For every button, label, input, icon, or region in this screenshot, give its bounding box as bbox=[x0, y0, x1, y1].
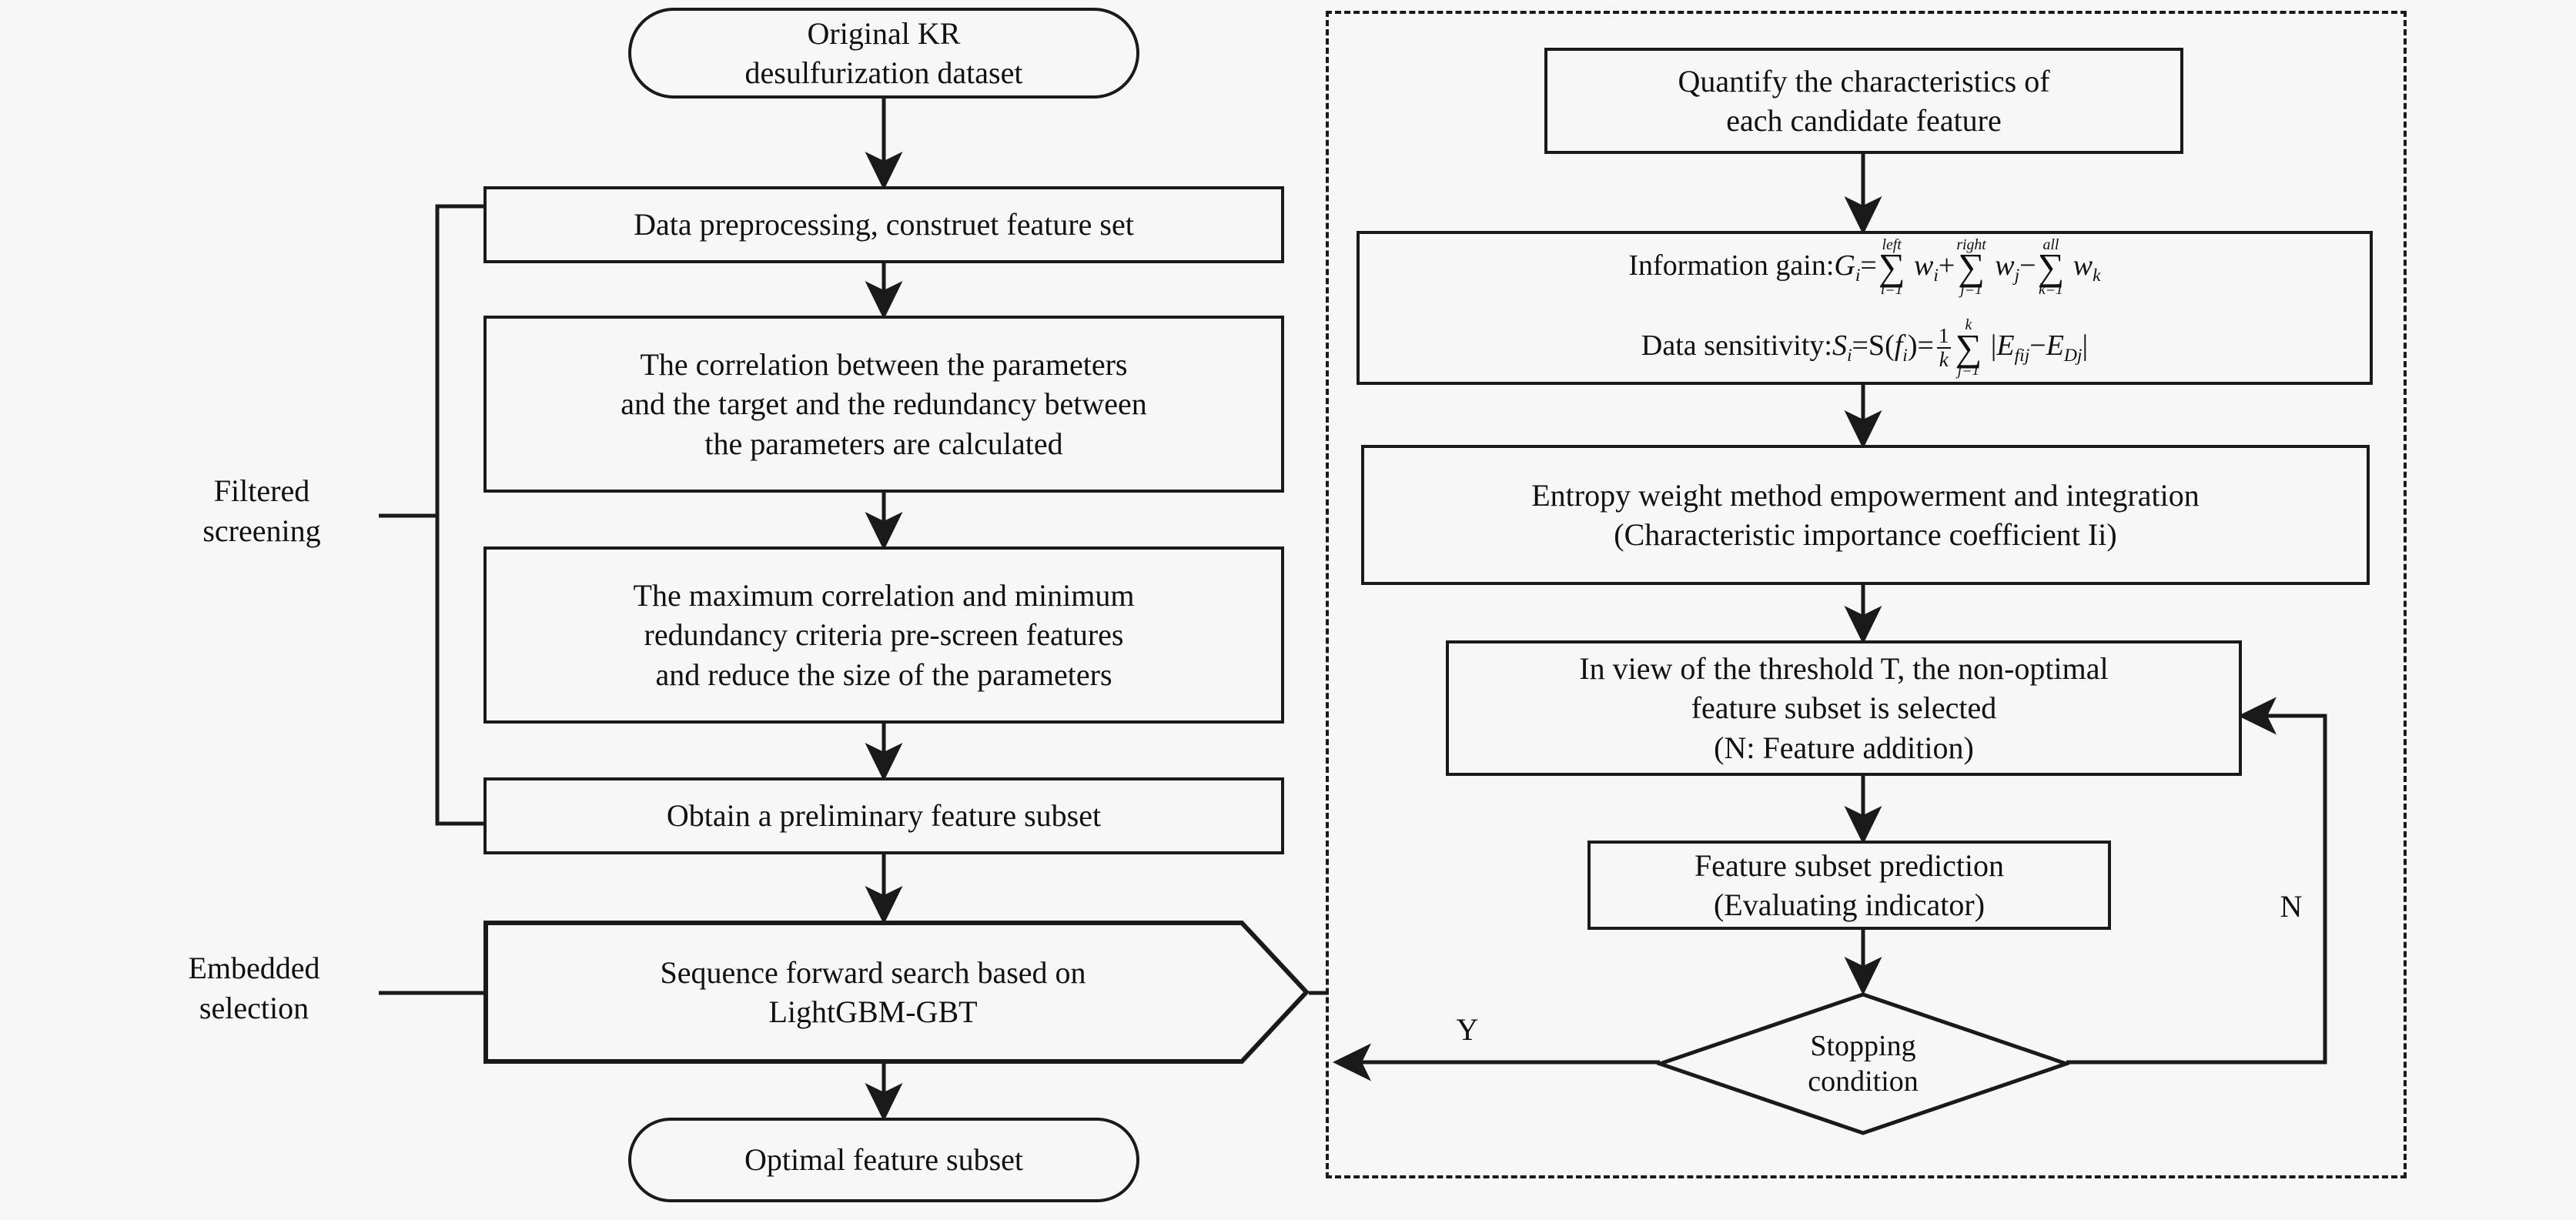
node-feature-subset-prediction: Feature subset prediction (Evaluating in… bbox=[1587, 841, 2111, 930]
start-node-label: Original KR desulfurization dataset bbox=[744, 15, 1023, 90]
node-quantify-characteristics: Quantify the characteristics of each can… bbox=[1544, 48, 2183, 154]
node-formula-box: Information gain:Gi=left∑i=1 wi+right∑j=… bbox=[1357, 231, 2373, 385]
pentagon-outline bbox=[483, 921, 1309, 1064]
node-threshold-selection: In view of the threshold T, the non-opti… bbox=[1446, 640, 2242, 776]
end-node-label: Optimal feature subset bbox=[744, 1142, 1024, 1178]
step-label: Sequence forward search based on LightGB… bbox=[660, 954, 1086, 1029]
start-node-original-dataset: Original KR desulfurization dataset bbox=[628, 8, 1139, 99]
node-label: In view of the threshold T, the non-opti… bbox=[1579, 651, 2109, 765]
step-label: Data preprocessing, construet feature se… bbox=[634, 207, 1134, 242]
formula-information-gain: Information gain:Gi=left∑i=1 wi+right∑j=… bbox=[1628, 236, 2101, 299]
node-entropy-weight-method: Entropy weight method empowerment and in… bbox=[1361, 445, 2370, 585]
diamond-outline bbox=[1657, 991, 2069, 1136]
step-mrmr-prescreen: The maximum correlation and minimum redu… bbox=[483, 546, 1284, 724]
step-preliminary-subset: Obtain a preliminary feature subset bbox=[483, 777, 1284, 854]
node-label: Feature subset prediction (Evaluating in… bbox=[1694, 847, 2005, 922]
end-node-optimal-subset: Optimal feature subset bbox=[628, 1118, 1139, 1202]
step-label: Obtain a preliminary feature subset bbox=[666, 798, 1102, 834]
node-label: Quantify the characteristics of each can… bbox=[1678, 63, 2050, 138]
branch-label-no: N bbox=[2280, 889, 2303, 924]
decision-label: Stopping condition bbox=[1808, 1029, 1919, 1098]
step-data-preprocessing: Data preprocessing, construet feature se… bbox=[483, 186, 1284, 263]
node-label: Entropy weight method empowerment and in… bbox=[1531, 477, 2200, 552]
step-label: The correlation between the parameters a… bbox=[621, 347, 1147, 461]
phase-label-filtered-screening: Filtered screening bbox=[202, 473, 321, 548]
phase-label-embedded-selection: Embedded selection bbox=[188, 951, 320, 1025]
step-label: The maximum correlation and minimum redu… bbox=[633, 578, 1135, 692]
branch-label-yes: Y bbox=[1456, 1012, 1479, 1047]
step-sequence-forward-search: Sequence forward search based on LightGB… bbox=[483, 921, 1309, 1064]
step-correlation-redundancy: The correlation between the parameters a… bbox=[483, 316, 1284, 493]
decision-stopping-condition: Stopping condition bbox=[1657, 991, 2069, 1136]
embedded-selection-region bbox=[1326, 11, 2407, 1178]
